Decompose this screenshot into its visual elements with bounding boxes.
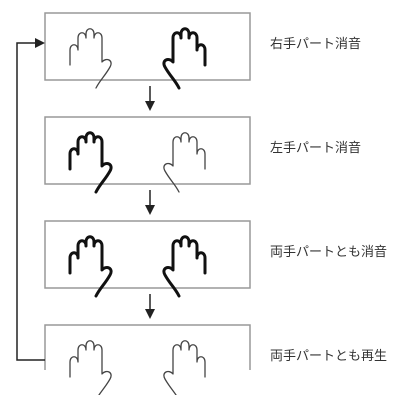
- step-1-right-hand-icon: [162, 27, 207, 90]
- step-2-right-hand-icon: [163, 132, 206, 193]
- step-1-label: 右手パート消音: [270, 37, 362, 52]
- step-2-left-hand-icon: [68, 131, 113, 194]
- step-1-frame: [44, 12, 251, 81]
- step-4-label: 両手パートとも再生: [270, 349, 388, 364]
- down-arrow-icon: [145, 294, 155, 319]
- step-4-frame: [44, 324, 251, 370]
- step-3-right-hand-icon: [162, 235, 207, 298]
- step-2-label: 左手パート消音: [270, 141, 362, 156]
- step-1-left-hand-icon: [69, 28, 112, 89]
- step-4-left-hand-icon: [69, 340, 112, 395]
- step-3-frame: [44, 220, 251, 289]
- loop-back-arrow-icon: [16, 38, 45, 361]
- down-arrow-icon: [145, 190, 155, 215]
- down-arrow-icon: [145, 86, 155, 111]
- step-2-frame: [44, 116, 251, 185]
- step-3-label: 両手パートとも消音: [270, 245, 388, 260]
- step-3-left-hand-icon: [68, 235, 113, 298]
- step-4-right-hand-icon: [163, 340, 206, 395]
